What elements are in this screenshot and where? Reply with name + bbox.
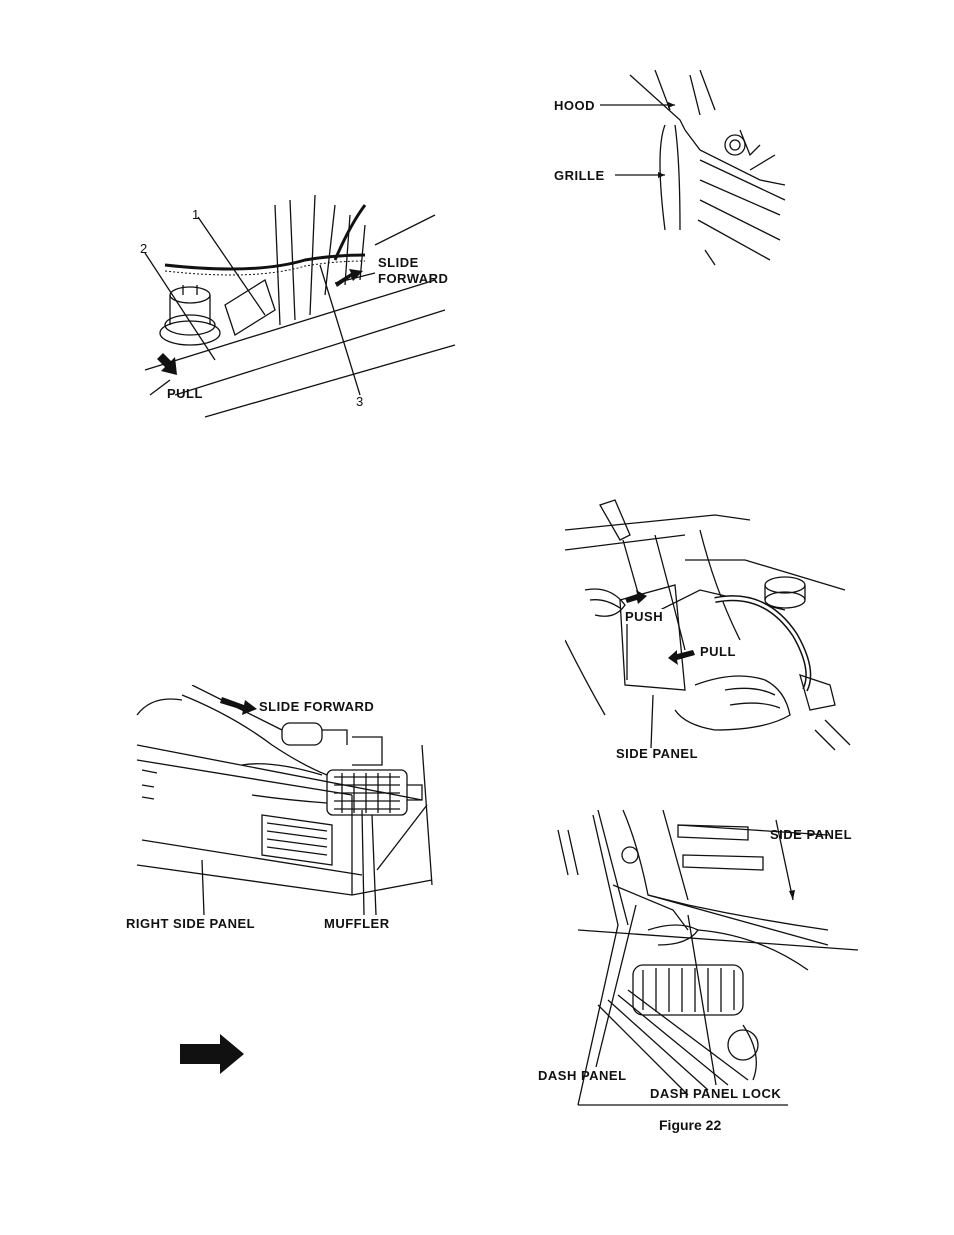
dash-panel-label: DASH PANEL <box>538 1068 627 1083</box>
grille-label: GRILLE <box>554 168 605 183</box>
figure-dash-panel: SIDE PANEL DASH PANEL DASH PANEL LOCK Fi… <box>538 805 858 1140</box>
figure-side-panel-removal: PUSH PULL SIDE PANEL <box>565 490 855 765</box>
side-panel-illustration <box>565 490 855 765</box>
callout-1: 1 <box>192 207 200 222</box>
figure-hood-grille: HOOD GRILLE <box>550 70 790 270</box>
figure-caption: Figure 22 <box>659 1118 721 1133</box>
side-panel-label-dash: SIDE PANEL <box>770 827 852 842</box>
right-side-panel-label: RIGHT SIDE PANEL <box>126 916 255 931</box>
figure-muffler: SLIDE FORWARD RIGHT SIDE PANEL MUFFLER <box>122 685 442 935</box>
forward-label: FORWARD <box>378 271 448 286</box>
callout-2: 2 <box>140 241 148 256</box>
muffler-illustration <box>122 685 442 935</box>
pull-label: PULL <box>167 386 203 401</box>
figure-battery-cable: 1 2 3 SLIDE FORWARD PULL <box>135 185 465 425</box>
pull-label-side: PULL <box>700 644 736 659</box>
right-arrow-icon <box>178 1032 248 1076</box>
dash-panel-lock-label: DASH PANEL LOCK <box>650 1086 781 1101</box>
push-label: PUSH <box>625 609 663 624</box>
slide-label: SLIDE <box>378 255 419 270</box>
callout-3: 3 <box>356 394 364 409</box>
muffler-label: MUFFLER <box>324 916 390 931</box>
side-panel-label: SIDE PANEL <box>616 746 698 761</box>
hood-label: HOOD <box>554 98 595 113</box>
slide-forward-label: SLIDE FORWARD <box>259 699 374 714</box>
